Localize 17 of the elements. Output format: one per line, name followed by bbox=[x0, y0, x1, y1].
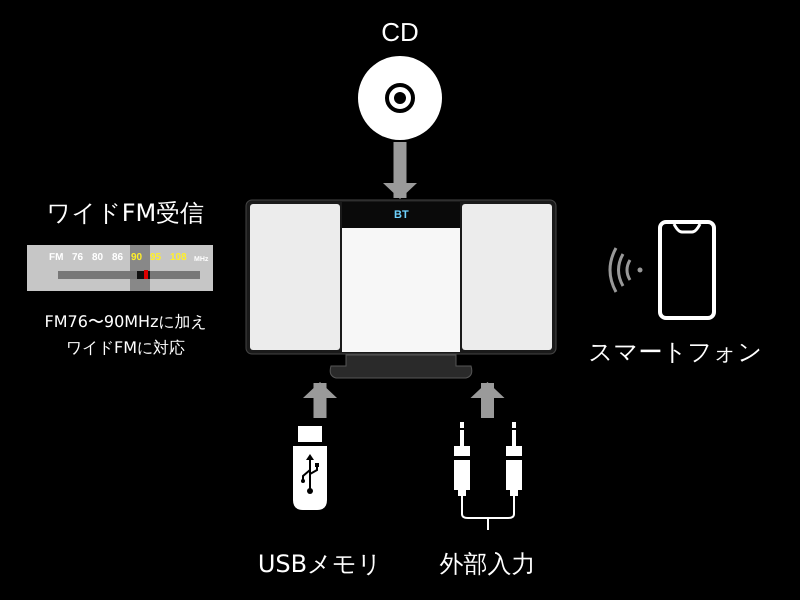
arrow bbox=[383, 142, 417, 199]
dial-scale-label: 108 bbox=[170, 252, 187, 264]
dial-scale-label: 95 bbox=[150, 252, 162, 264]
feature-description: FM76〜90MHzに加えワイドFMに対応 bbox=[44, 311, 208, 359]
feature-heading: ワイドFM受信 bbox=[46, 198, 206, 229]
dial-scale-label: FM bbox=[49, 252, 64, 264]
dial-scale-label: 90 bbox=[131, 252, 142, 264]
display-readout: BT bbox=[394, 209, 409, 221]
dial-scale-label: 80 bbox=[92, 252, 104, 264]
arrow bbox=[303, 382, 337, 418]
usb-memory-label: USBメモリ bbox=[256, 549, 384, 580]
arrow bbox=[470, 382, 504, 418]
dial-scale-label: 86 bbox=[112, 252, 124, 264]
external-input-label: 外部入力 bbox=[438, 549, 536, 580]
smartphone-label: スマートフォン bbox=[588, 337, 764, 368]
dial-scale-label: 76 bbox=[72, 252, 84, 264]
cd-label: CD bbox=[380, 17, 420, 48]
